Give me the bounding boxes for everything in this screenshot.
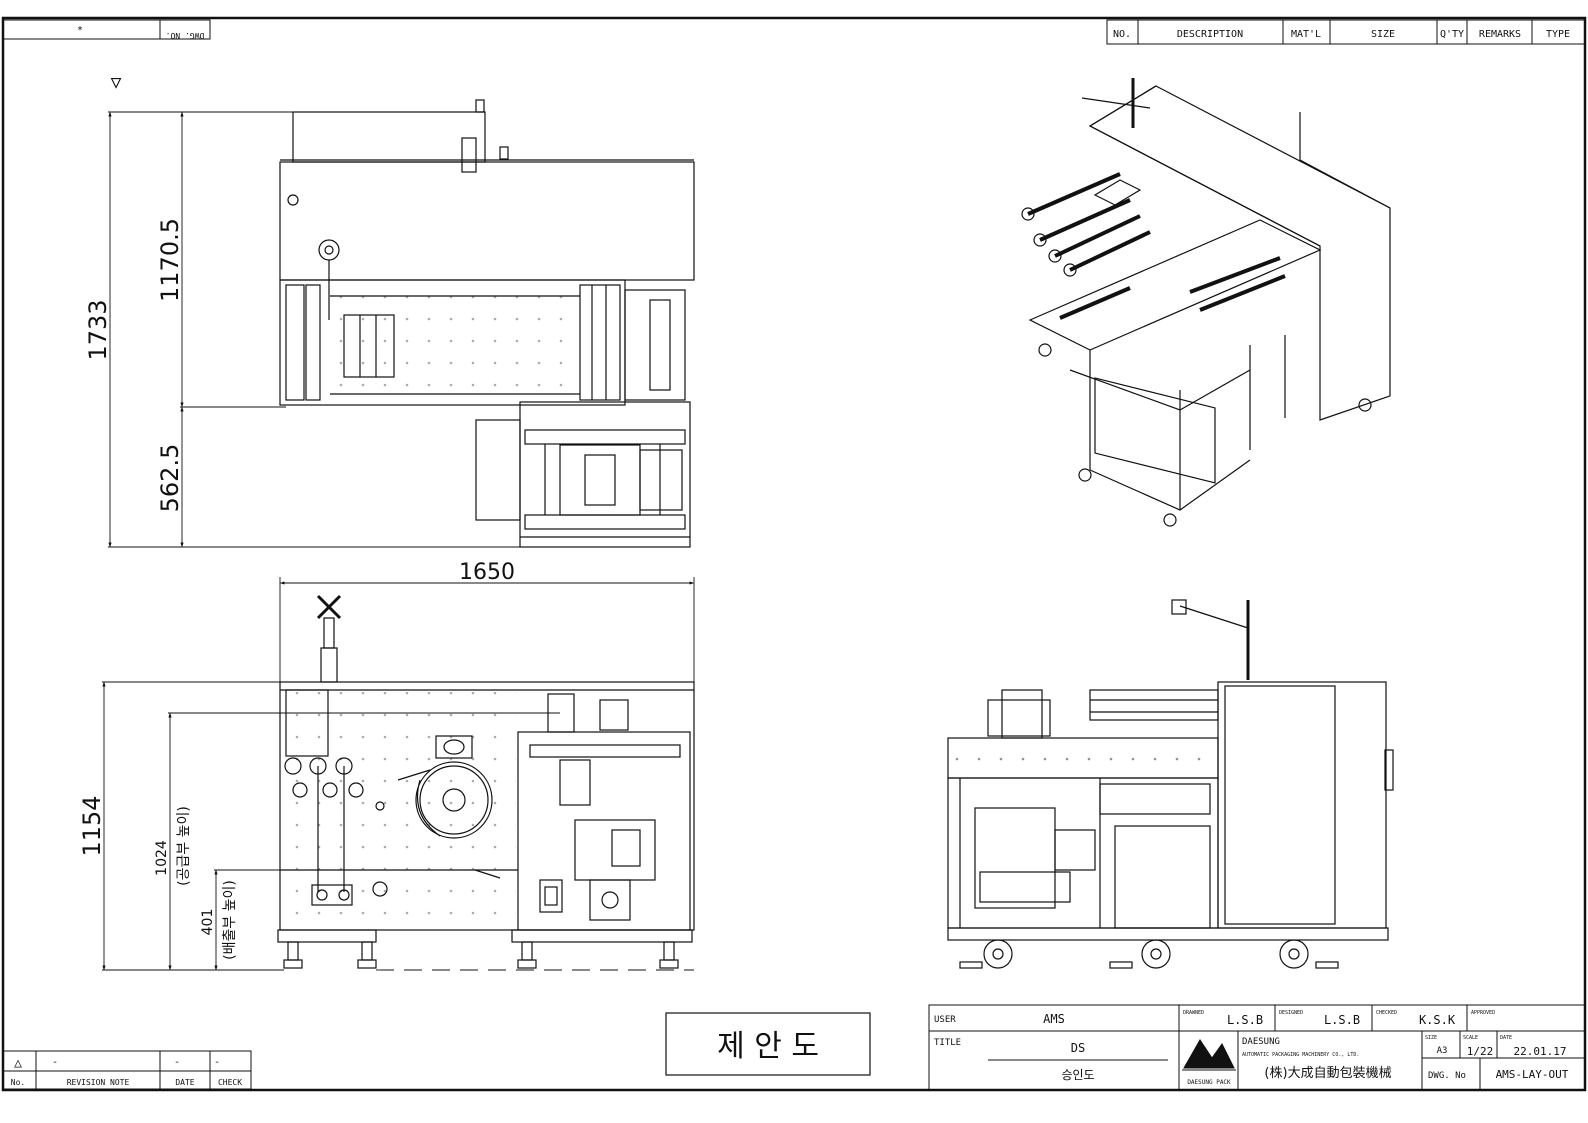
top-view-hole-pattern <box>330 290 580 400</box>
logo-caption: DAESUNG PACK <box>1187 1079 1231 1086</box>
company-subtitle: AUTOMATIC PACKAGING MACHINERY CO., LTD. <box>1242 1052 1359 1058</box>
proposal-stamp-box <box>665 1012 871 1076</box>
side-view-hole-pattern <box>950 740 1216 776</box>
size-label: SIZE <box>1425 1035 1437 1041</box>
checked-label: CHECKED <box>1376 1010 1397 1016</box>
title-value: DS <box>1071 1041 1085 1055</box>
header-qty: Q'TY <box>1440 29 1464 40</box>
drawn-value: L.S.B <box>1227 1013 1263 1027</box>
scale-label: SCALE <box>1463 1035 1478 1041</box>
revision-check-value: - <box>214 1057 220 1068</box>
title-label: TITLE <box>934 1038 961 1048</box>
company-name-en: DAESUNG <box>1242 1037 1280 1047</box>
header-type: TYPE <box>1546 29 1570 40</box>
designed-label: DESIGNED <box>1279 1010 1303 1016</box>
revision-header-no: No. <box>11 1078 25 1087</box>
date-label: DATE <box>1500 1035 1512 1041</box>
header-description: DESCRIPTION <box>1177 29 1243 40</box>
revision-header-check: CHECK <box>218 1078 242 1087</box>
drawn-label: DRAWNED <box>1183 1010 1204 1016</box>
front-view-dimensions <box>102 681 694 971</box>
header-remarks: REMARKS <box>1479 29 1521 40</box>
date-value: 22.01.17 <box>1514 1045 1567 1058</box>
revision-header-date: DATE <box>175 1078 194 1087</box>
dwg-no-label-bottom: DWG. No <box>1428 1071 1466 1081</box>
company-name-cn: (株)大成自動包裝機械 <box>1264 1066 1391 1081</box>
revision-block <box>2 1050 252 1090</box>
designed-value: L.S.B <box>1324 1013 1360 1027</box>
dim-401: 401 <box>200 909 216 936</box>
header-material: MAT'L <box>1291 29 1321 40</box>
top-view <box>279 99 695 548</box>
dim-562-5: 562.5 <box>156 444 184 513</box>
dwg-no-label: DWG. NO. <box>166 31 205 40</box>
sheet-border <box>1 16 1587 1092</box>
scale-value: 1/22 <box>1467 1045 1494 1058</box>
supply-height-label: (공급부 높이) <box>176 806 192 886</box>
dim-1024: 1024 <box>154 840 170 876</box>
checked-value: K.S.K <box>1419 1013 1456 1027</box>
discharge-height-label: (배출부 높이) <box>222 880 238 960</box>
approved-label: APPROVED <box>1471 1010 1495 1016</box>
side-view <box>947 599 1394 969</box>
dim-1170-5: 1170.5 <box>156 218 184 302</box>
top-view-dimensions <box>108 111 520 548</box>
proposal-stamp: 제 안 도 <box>717 1029 819 1064</box>
revision-note-value: - <box>52 1057 58 1068</box>
parts-list-header: NO. DESCRIPTION MAT'L SIZE Q'TY REMARKS … <box>1106 19 1586 45</box>
revision-symbol: △ <box>14 1056 22 1071</box>
dwg-no-value: AMS-LAY-OUT <box>1496 1068 1569 1081</box>
size-value: A3 <box>1437 1046 1448 1056</box>
dwg-no-mark: * <box>77 25 83 36</box>
revision-header-note: REVISION NOTE <box>67 1078 130 1087</box>
revision-date-value: - <box>174 1057 180 1068</box>
header-no: NO. <box>1113 29 1131 40</box>
user-value: AMS <box>1043 1012 1065 1026</box>
dwg-no-box: * DWG. NO. <box>2 19 211 40</box>
user-label: USER <box>934 1015 956 1025</box>
header-size: SIZE <box>1371 29 1395 40</box>
isometric-view <box>1021 78 1391 527</box>
subtitle-value: 승인도 <box>1061 1068 1094 1082</box>
width-dimension <box>279 577 695 682</box>
dim-1733: 1733 <box>84 299 112 360</box>
front-view-hole-pattern <box>286 692 516 928</box>
triangle-mark: ▽ <box>111 72 122 93</box>
dim-1650: 1650 <box>459 560 515 585</box>
title-block <box>928 1004 1586 1091</box>
dim-1154: 1154 <box>78 795 106 856</box>
